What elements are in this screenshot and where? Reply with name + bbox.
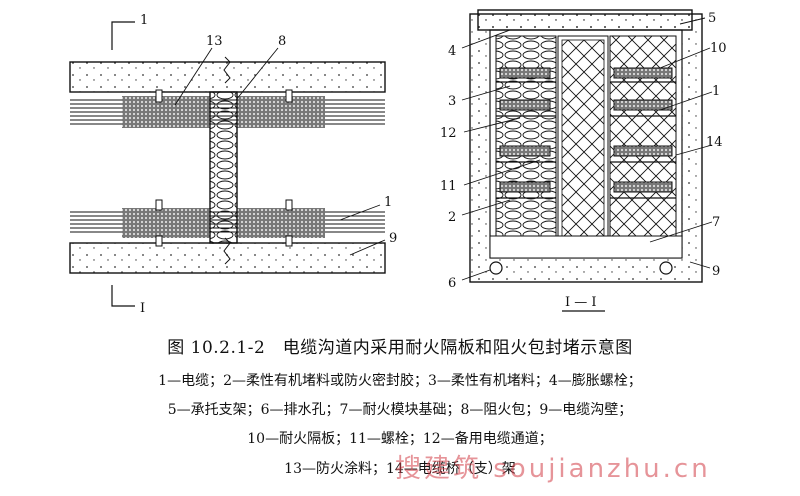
cable-shelves-left	[499, 67, 551, 193]
fire-coating-upper-right	[237, 96, 325, 128]
callout-9-left: 9	[389, 231, 397, 246]
legend-line-2: 5—承托支架；6—排水孔；7—耐火模块基础；8—阻火包；9—电缆沟壁；	[167, 402, 633, 418]
fire-barrier-diagram: 1 I 13 8 1 9	[69, 9, 727, 316]
callout-5: 5	[708, 11, 716, 26]
fire-module-left	[495, 35, 557, 237]
callout-6: 6	[448, 276, 456, 291]
callout-4: 4	[448, 44, 456, 59]
callout-3: 3	[448, 94, 456, 109]
top-wall	[69, 61, 386, 93]
fire-bag-column	[209, 91, 238, 244]
legend-line-1: 1—电缆；2—柔性有机堵料或防火密封胶；3—柔性有机堵料；4—膨胀螺栓；	[158, 373, 642, 389]
section-mark-bottom: I	[140, 301, 145, 316]
callout-2: 2	[448, 210, 456, 225]
callout-7: 7	[712, 215, 720, 230]
legend-line-3: 10—耐火隔板；11—螺栓；12—备用电缆通道；	[247, 431, 553, 447]
callout-1-left: 1	[384, 195, 392, 210]
fire-module-base	[489, 235, 683, 259]
bottom-wall	[69, 242, 386, 274]
callout-11: 11	[440, 179, 457, 194]
callout-8: 8	[278, 34, 286, 49]
fire-coating-lower-left	[122, 208, 210, 238]
drain-hole-left	[489, 261, 503, 275]
callout-9-right: 9	[712, 264, 720, 279]
fire-bag-stack	[561, 39, 605, 237]
section-title: I — I	[565, 295, 597, 310]
callout-10: 10	[710, 41, 727, 56]
plan-view: 1 I 13 8 1 9	[69, 13, 397, 316]
fire-coating-upper-left	[122, 96, 210, 128]
cable-shelves-right	[613, 67, 673, 193]
legend-line-4: 13—防火涂料；14—电缆桥（支）架	[284, 461, 516, 477]
fire-coating-lower-right	[237, 208, 325, 238]
support-brackets	[155, 89, 293, 247]
figure-caption: 图 10.2.1-2 电缆沟道内采用耐火隔板和阻火包封堵示意图	[167, 338, 633, 358]
callout-1-right: 1	[712, 84, 720, 99]
drain-hole-right	[659, 261, 673, 275]
callout-14: 14	[706, 135, 723, 150]
section-view: 4 3 12 11 2 6 5 10 1 14 7 9 I — I	[440, 9, 727, 312]
cover-bracket	[477, 9, 693, 31]
callout-13: 13	[206, 34, 223, 49]
watermark: 搜建筑 soujianzhu.cn	[395, 454, 711, 484]
section-mark-top: 1	[140, 13, 148, 28]
callout-12: 12	[440, 126, 457, 141]
